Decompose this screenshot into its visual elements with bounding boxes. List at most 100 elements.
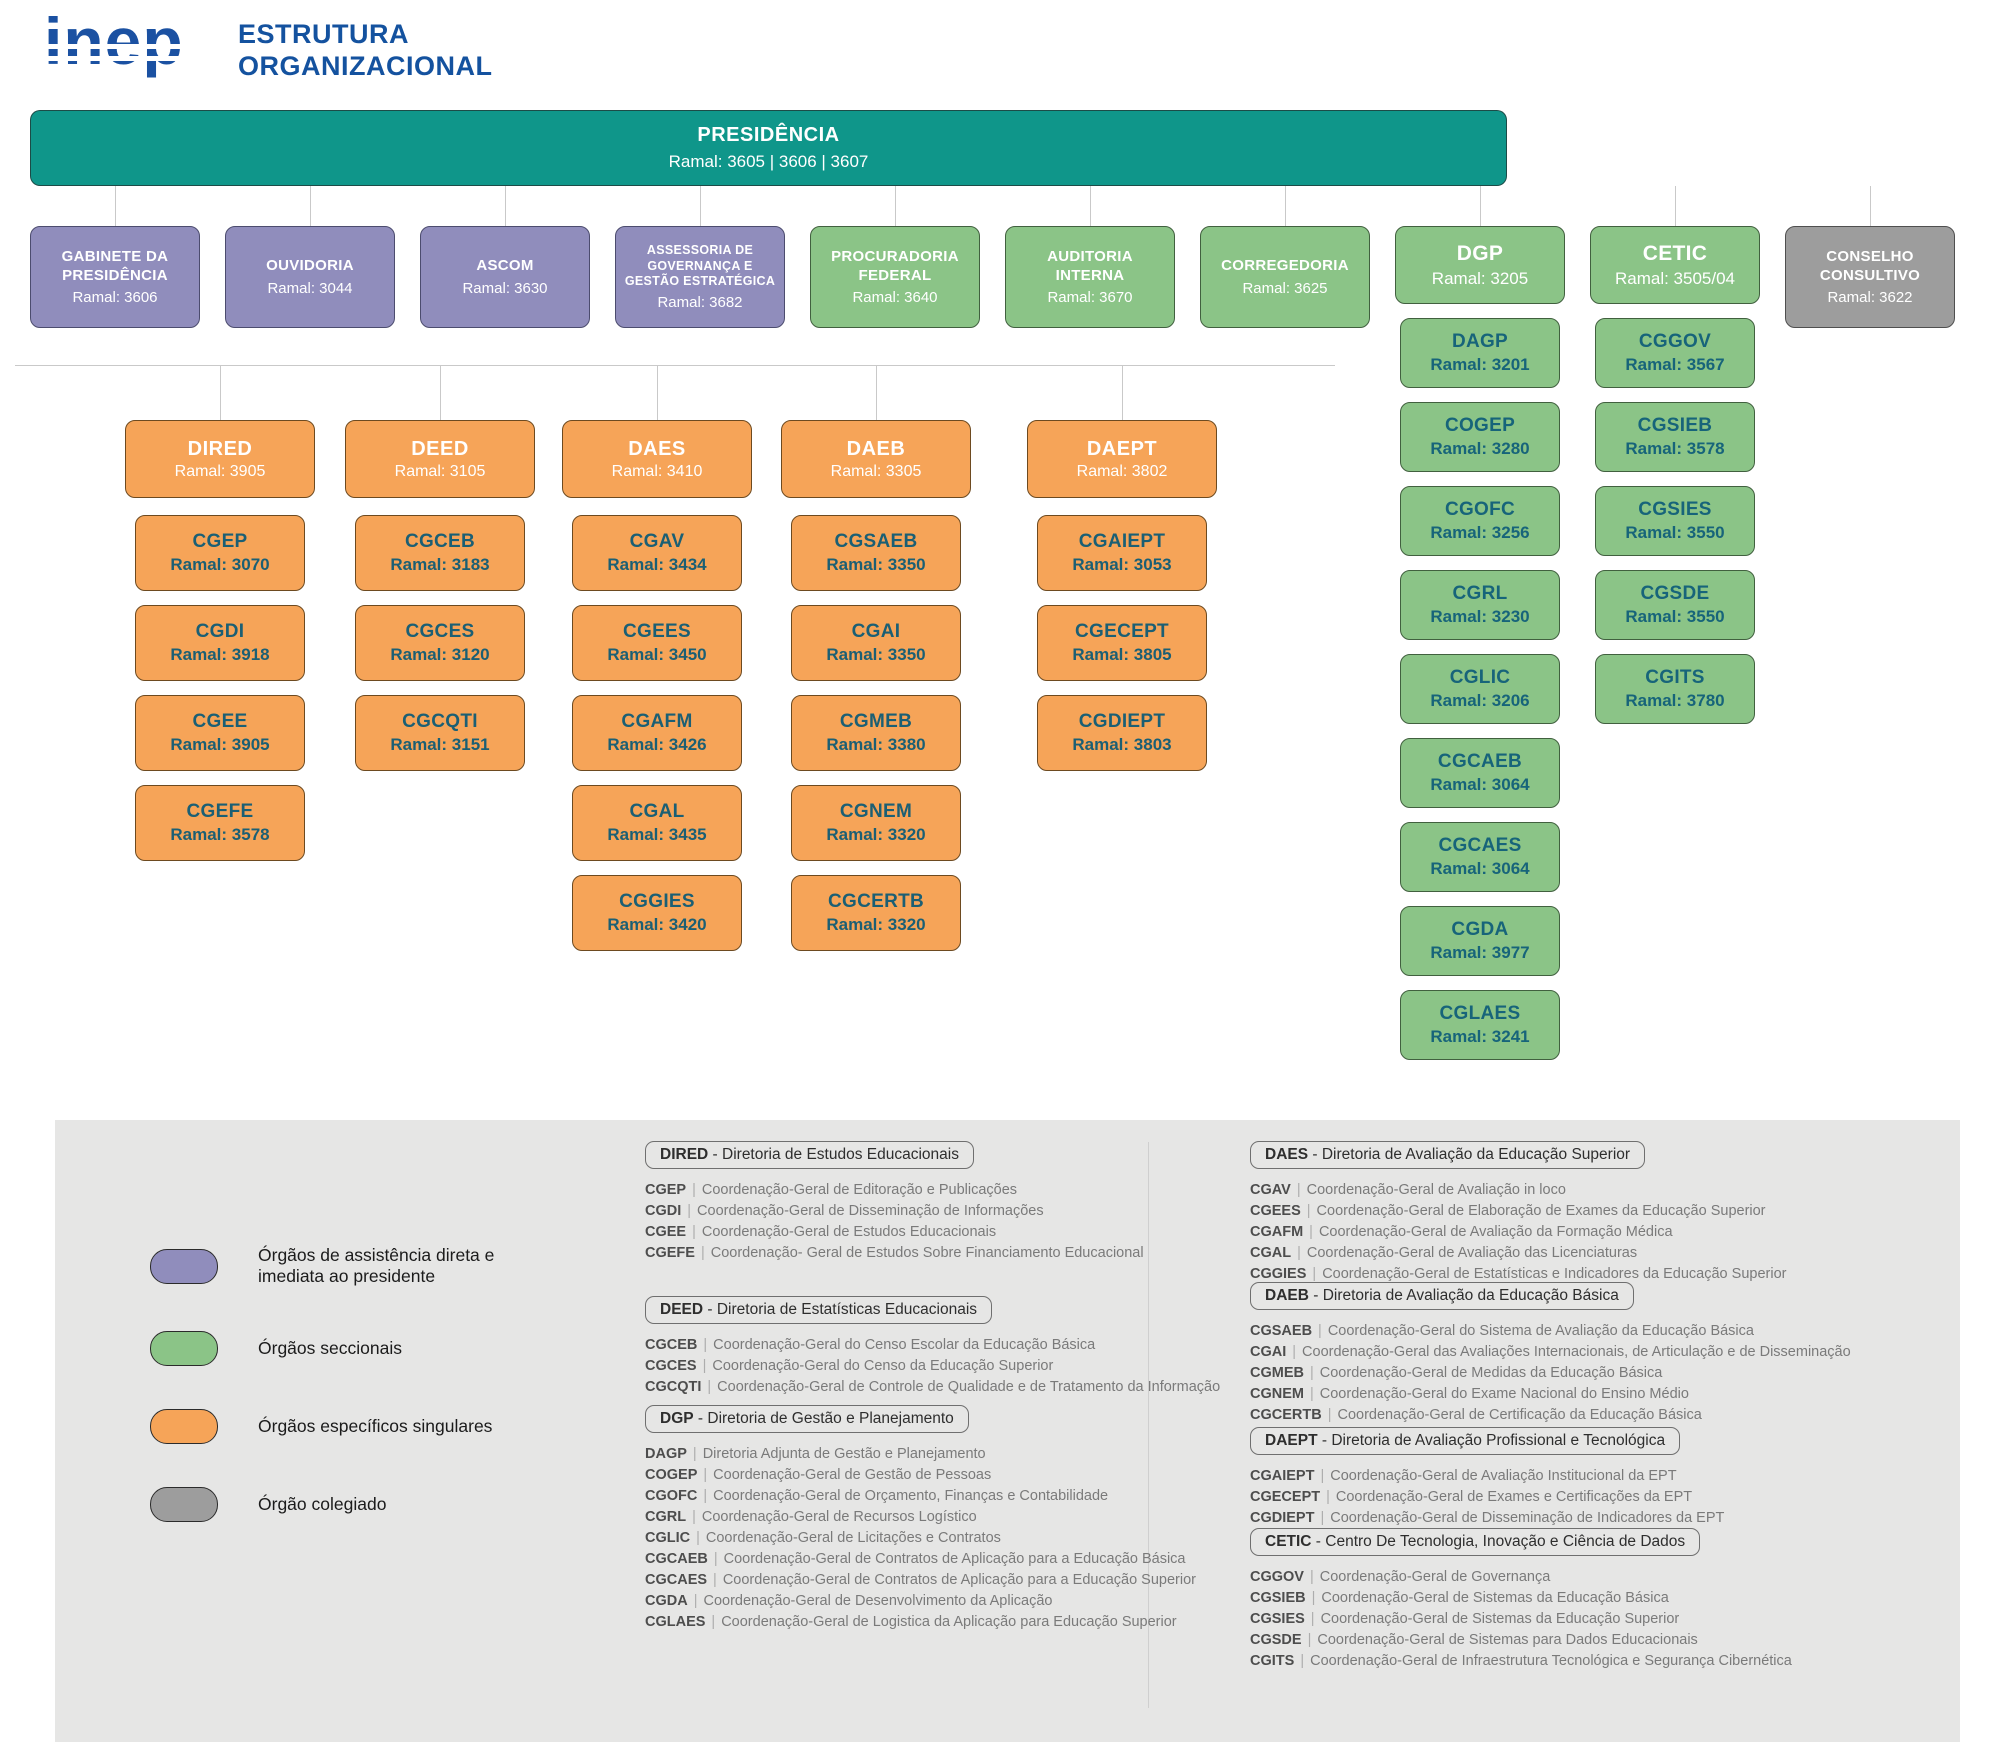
glossary-items: CGGOV|Coordenação-Geral de Governança CG…: [1250, 1567, 1810, 1672]
glossary-items: CGAV|Coordenação-Geral de Avaliação in l…: [1250, 1180, 1810, 1285]
org-box-name: CGSAEB: [834, 531, 918, 552]
org-column: DIRED Ramal: 3905 CGEP Ramal: 3070 CGDI …: [125, 420, 315, 861]
org-box-name: CGOFC: [1444, 499, 1516, 520]
org-box: CGSIEB Ramal: 3578: [1595, 402, 1755, 472]
org-box: CGEES Ramal: 3450: [572, 605, 742, 681]
glossary-item-desc: Coordenação-Geral de Contratos de Aplica…: [723, 1551, 1186, 1567]
org-box-ramal: Ramal: 3606: [72, 289, 158, 307]
connector-line: [1285, 186, 1286, 226]
glossary-item: CGCQTI|Coordenação-Geral de Controle de …: [645, 1377, 1220, 1398]
org-box-name: DAES: [628, 437, 686, 460]
connector-line: [115, 186, 116, 226]
connector-stubs-diretorias: [0, 365, 2006, 420]
glossary-item-sep: |: [1320, 1510, 1325, 1526]
org-box-ramal: Ramal: 3230: [1430, 607, 1530, 626]
glossary-item-desc: Coordenação-Geral de Certificação da Edu…: [1337, 1407, 1702, 1423]
legend: Órgãos de assistência direta e imediata …: [150, 1245, 538, 1565]
connector-line: [895, 186, 896, 226]
glossary-header: DAEPT - Diretoria de Avaliação Profissio…: [1250, 1427, 1681, 1455]
glossary-item: CGCERTB | Coordenação-Geral de Certificaçã…: [1250, 1405, 1810, 1426]
glossary-item-desc: Diretoria Adjunta de Gestão e Planejamen…: [702, 1446, 986, 1462]
org-box-name: AUDITORIA INTERNA: [1047, 247, 1133, 284]
glossary-item-code: CGDI: [645, 1203, 682, 1219]
glossary-item-sep: |: [692, 1182, 696, 1198]
org-box: CGDI Ramal: 3918: [135, 605, 305, 681]
org-box-name: DAGP: [1451, 331, 1509, 352]
org-box: DGP Ramal: 3205: [1395, 226, 1565, 304]
org-box: COGEP Ramal: 3280: [1400, 402, 1560, 472]
glossary-header-title: Centro De Tecnologia, Inovação e Ciência…: [1325, 1533, 1686, 1550]
org-box-name: GABINETE DA PRESIDÊNCIA: [61, 247, 169, 284]
glossary-item-sep: |: [1320, 1468, 1325, 1484]
org-box-ramal: Ramal: 3780: [1625, 691, 1725, 710]
glossary-item: CGCAEB|Coordenação-Geral de Contratos de…: [645, 1549, 1205, 1570]
org-column: DAEPT Ramal: 3802 CGAIEPT Ramal: 3053 CG…: [1027, 420, 1217, 771]
glossary-header-sep: -: [693, 1410, 708, 1427]
glossary-item-code: CGLAES: [645, 1614, 706, 1630]
org-column: DAEB Ramal: 3305 CGSAEB Ramal: 3350 CGAI…: [781, 420, 971, 951]
org-box-ramal: Ramal: 3256: [1430, 523, 1530, 542]
org-box-name: PRESIDÊNCIA: [697, 124, 840, 146]
org-box-name: CONSELHO CONSULTIVO: [1819, 247, 1921, 284]
glossary-item: CGSAEB|Coordenação-Geral do Sistema de A…: [1250, 1321, 1810, 1342]
glossary-header-sep: -: [1308, 1146, 1322, 1163]
connector-line: [1675, 186, 1676, 226]
org-box-name: DGP: [1456, 241, 1504, 265]
glossary-item-sep: |: [703, 1337, 708, 1353]
connector-line: [440, 365, 441, 420]
glossary-header-code: CETIC: [1265, 1533, 1312, 1550]
glossary-header-title: Diretoria de Avaliação da Educação Básic…: [1322, 1287, 1619, 1304]
org-box-ramal: Ramal: 3450: [607, 645, 707, 664]
org-box-name: CGSDE: [1640, 583, 1710, 604]
glossary-item-sep: |: [1306, 1203, 1311, 1219]
glossary-item-desc: Coordenação-Geral do Censo Escolar da Ed…: [713, 1337, 1096, 1353]
glossary-item-desc: Coordenação-Geral de Disseminação de Ind…: [1330, 1510, 1725, 1526]
glossary-item-code: CGLIC: [645, 1530, 691, 1546]
glossary-section-daeb: DAEB - Diretoria de Avaliação da Educaçã…: [1250, 1282, 1851, 1426]
glossary-item-sep: |: [1300, 1653, 1305, 1669]
glossary-item-code: CGCERTB: [1250, 1407, 1322, 1423]
org-box: DAGP Ramal: 3201: [1400, 318, 1560, 388]
glossary-item-desc: Coordenação-Geral de Governança: [1319, 1569, 1551, 1585]
legend-item: Órgãos específicos singulares: [150, 1408, 538, 1444]
org-box-ramal: Ramal: 3070: [170, 555, 270, 574]
glossary-header-code: DIRED: [660, 1146, 709, 1163]
glossary-header-code: DAEPT: [1265, 1432, 1318, 1449]
glossary-item-sep: |: [703, 1488, 708, 1504]
org-box: OUVIDORIA Ramal: 3044: [225, 226, 395, 328]
org-box-name: CGNEM: [839, 801, 913, 822]
glossary-item: CGSIEB|Coordenação-Geral de Sistemas da …: [1250, 1588, 1810, 1609]
glossary-items: CGCEB|Coordenação-Geral do Censo Escolar…: [645, 1335, 1220, 1398]
connector-line: [876, 365, 877, 420]
glossary-item-sep: |: [711, 1614, 716, 1630]
inep-logo-text: inep: [44, 4, 184, 78]
glossary-item-desc: Coordenação-Geral de Avaliação Instituci…: [1330, 1468, 1677, 1484]
org-box: GABINETE DA PRESIDÊNCIA Ramal: 3606: [30, 226, 200, 328]
connector-line: [505, 186, 506, 226]
org-box-name: DEED: [411, 437, 469, 460]
connector-line: [1480, 186, 1481, 226]
org-box-ramal: Ramal: 3201: [1430, 355, 1530, 374]
org-box-name: CGLIC: [1449, 667, 1511, 688]
org-box-ramal: Ramal: 3320: [826, 915, 926, 934]
connector-line: [700, 186, 701, 226]
org-box-ramal: Ramal: 3044: [267, 279, 353, 297]
glossary-item-sep: |: [713, 1572, 717, 1588]
org-box-name: CGGOV: [1638, 331, 1712, 352]
glossary-header-title: Diretoria de Gestão e Planejamento: [707, 1410, 954, 1427]
glossary-item: CGNEM|Coordenação-Geral do Exame Naciona…: [1250, 1384, 1810, 1405]
org-box-ramal: Ramal: 3918: [170, 645, 270, 664]
org-column: DEED Ramal: 3105 CGCEB Ramal: 3183 CGCES…: [345, 420, 535, 771]
org-box: ASCOM Ramal: 3630: [420, 226, 590, 328]
org-box: CGECEPT Ramal: 3805: [1037, 605, 1207, 681]
glossary-item-desc: Coordenação- Geral de Estudos Sobre Fina…: [710, 1245, 1144, 1261]
org-box-name: CGEP: [192, 531, 248, 552]
org-box-ramal: Ramal: 3434: [607, 555, 707, 574]
org-box: PROCURADORIA FEDERAL Ramal: 3640: [810, 226, 980, 328]
glossary-item-desc: Coordenação-Geral de Avaliação das Licen…: [1306, 1245, 1638, 1261]
glossary-item-code: CGMEB: [1250, 1365, 1304, 1381]
org-box: DAEB Ramal: 3305: [781, 420, 971, 498]
glossary-item-sep: |: [1327, 1407, 1332, 1423]
glossary-item-sep: |: [702, 1358, 707, 1374]
glossary-item-sep: |: [1307, 1632, 1312, 1648]
